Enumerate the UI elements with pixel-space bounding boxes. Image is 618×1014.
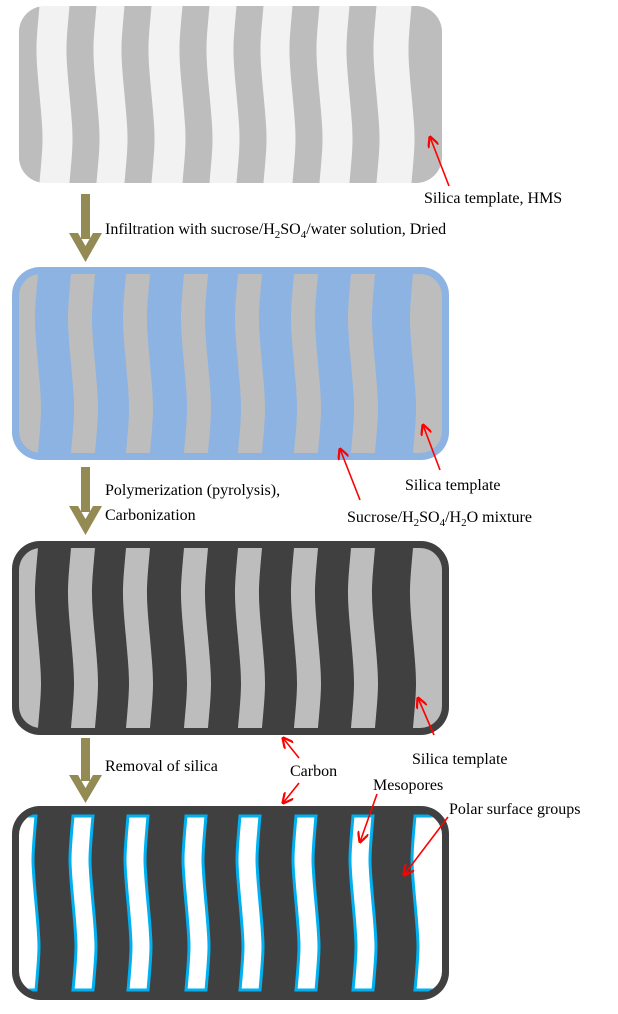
- callout-arrow-polar-groups: [404, 816, 449, 875]
- silica-wall: [181, 274, 211, 453]
- silica-wall: [19, 6, 43, 183]
- silica-wall: [66, 6, 100, 183]
- step-2-label-line-2: Carbonization: [105, 507, 196, 524]
- silica-wall: [235, 548, 265, 728]
- silica-wall: [68, 548, 98, 728]
- silica-wall: [121, 6, 155, 183]
- silica-wall: [179, 6, 213, 183]
- mesopore-channel: [410, 814, 442, 992]
- process-arrow-1: [69, 194, 102, 262]
- callout-arrow-carbon-up: [283, 738, 300, 759]
- silica-wall: [348, 274, 378, 453]
- panel-carbonized: [12, 541, 449, 735]
- silica-wall: [181, 548, 211, 728]
- panel-carbonized-frame: [12, 541, 449, 735]
- mesopore-channel: [235, 814, 265, 992]
- panel-infiltrated: [12, 267, 449, 460]
- mesopore-channel: [291, 814, 321, 992]
- silica-wall: [410, 274, 442, 453]
- callout-arrow-silica-template-2: [423, 425, 441, 471]
- label-mesopores: Mesopores: [373, 777, 443, 794]
- silica-walls: [19, 274, 442, 453]
- silica-wall: [291, 274, 321, 453]
- silica-wall: [19, 548, 41, 728]
- process-arrow-3: [69, 738, 102, 803]
- mesopore-channels: [19, 814, 442, 992]
- mesopore-channel: [348, 814, 378, 992]
- mesopore-channel: [19, 814, 41, 992]
- silica-wall: [123, 274, 153, 453]
- callout-arrow-sucrose-mixture: [340, 449, 361, 501]
- step-1-label: Infiltration with sucrose/H2SO4/water so…: [105, 221, 446, 241]
- silica-wall: [68, 274, 98, 453]
- silica-wall: [233, 6, 267, 183]
- subscript: 4: [301, 229, 307, 241]
- silica-wall: [123, 548, 153, 728]
- panel-mesoporous-carbon: [12, 806, 449, 1000]
- step-2-label-line-1: Polymerization (pyrolysis),: [105, 482, 280, 499]
- panel-infiltrated-frame: [12, 267, 449, 460]
- subscript: 2: [414, 517, 420, 529]
- mesopore-channel: [181, 814, 211, 992]
- label-polar-surface-groups: Polar surface groups: [449, 801, 581, 818]
- silica-walls: [19, 6, 442, 183]
- silica-wall: [19, 274, 41, 453]
- mesopore-channel: [68, 814, 98, 992]
- step-3-label: Removal of silica: [105, 758, 218, 775]
- label-carbon: Carbon: [290, 763, 337, 780]
- callout-arrows: [283, 137, 450, 875]
- mesopore-channel: [123, 814, 153, 992]
- silica-wall: [346, 6, 380, 183]
- panel-carbon-frame: [12, 806, 449, 1000]
- silica-wall: [289, 6, 323, 183]
- silica-wall: [408, 6, 442, 183]
- subscript: 2: [461, 517, 467, 529]
- silica-wall: [410, 548, 442, 728]
- silica-wall: [235, 274, 265, 453]
- callout-arrow-mesopores: [360, 793, 378, 842]
- panel-silica-template: [19, 6, 442, 183]
- process-arrow-2: [69, 467, 102, 535]
- silica-wall: [348, 548, 378, 728]
- silica-walls: [19, 548, 442, 728]
- label-silica-template-hms: Silica template, HMS: [424, 190, 562, 207]
- label-sucrose-mixture: Sucrose/H2SO4/H2O mixture: [347, 509, 532, 529]
- subscript: 4: [440, 517, 446, 529]
- silica-wall: [291, 548, 321, 728]
- label-silica-template-3: Silica template: [412, 751, 508, 768]
- callout-arrow-silica-hms: [430, 137, 450, 187]
- callout-arrow-carbon-down: [283, 782, 300, 803]
- subscript: 2: [275, 229, 281, 241]
- callout-arrow-silica-template-3: [418, 698, 435, 736]
- label-silica-template-2: Silica template: [405, 477, 501, 494]
